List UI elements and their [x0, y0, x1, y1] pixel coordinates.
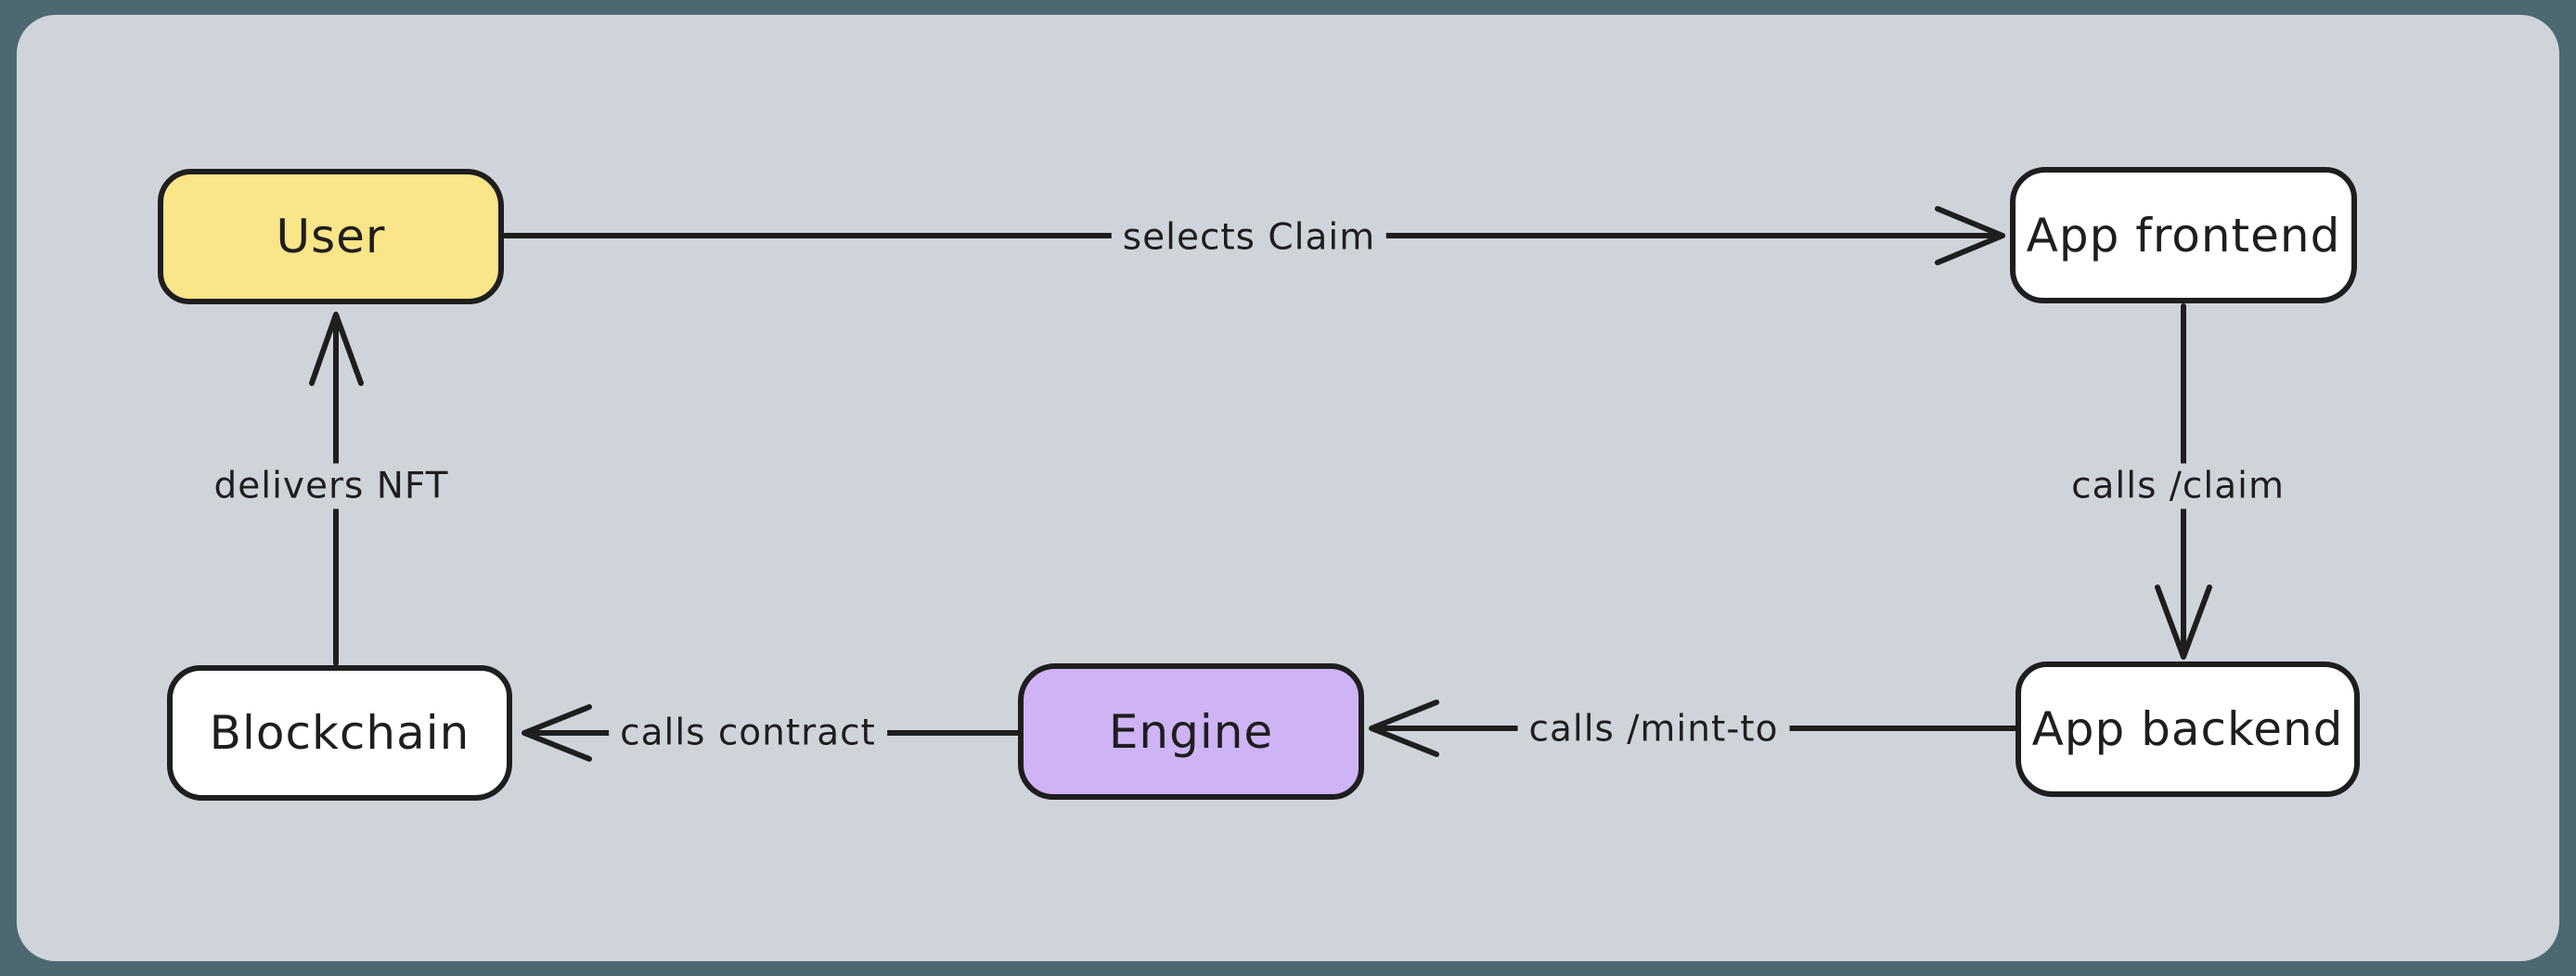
edge-label-calls-mint-to: calls /mint-to — [1517, 706, 1790, 752]
node-user: User — [158, 169, 504, 304]
edge-label-calls-claim: calls /claim — [2060, 463, 2296, 509]
edge-label-selects-claim: selects Claim — [1111, 214, 1387, 261]
edge-label-calls-contract: calls contract — [609, 710, 887, 756]
node-engine-label: Engine — [1108, 704, 1274, 759]
node-blockchain: Blockchain — [167, 665, 512, 801]
node-app-frontend-label: App frontend — [2026, 208, 2341, 263]
node-app-frontend: App frontend — [2010, 167, 2357, 303]
node-app-backend: App backend — [2016, 661, 2360, 797]
node-engine: Engine — [1018, 663, 1364, 800]
node-app-backend-label: App backend — [2031, 702, 2344, 756]
node-user-label: User — [276, 210, 386, 263]
node-blockchain-label: Blockchain — [209, 706, 470, 760]
edge-label-delivers-nft: delivers NFT — [202, 463, 460, 509]
